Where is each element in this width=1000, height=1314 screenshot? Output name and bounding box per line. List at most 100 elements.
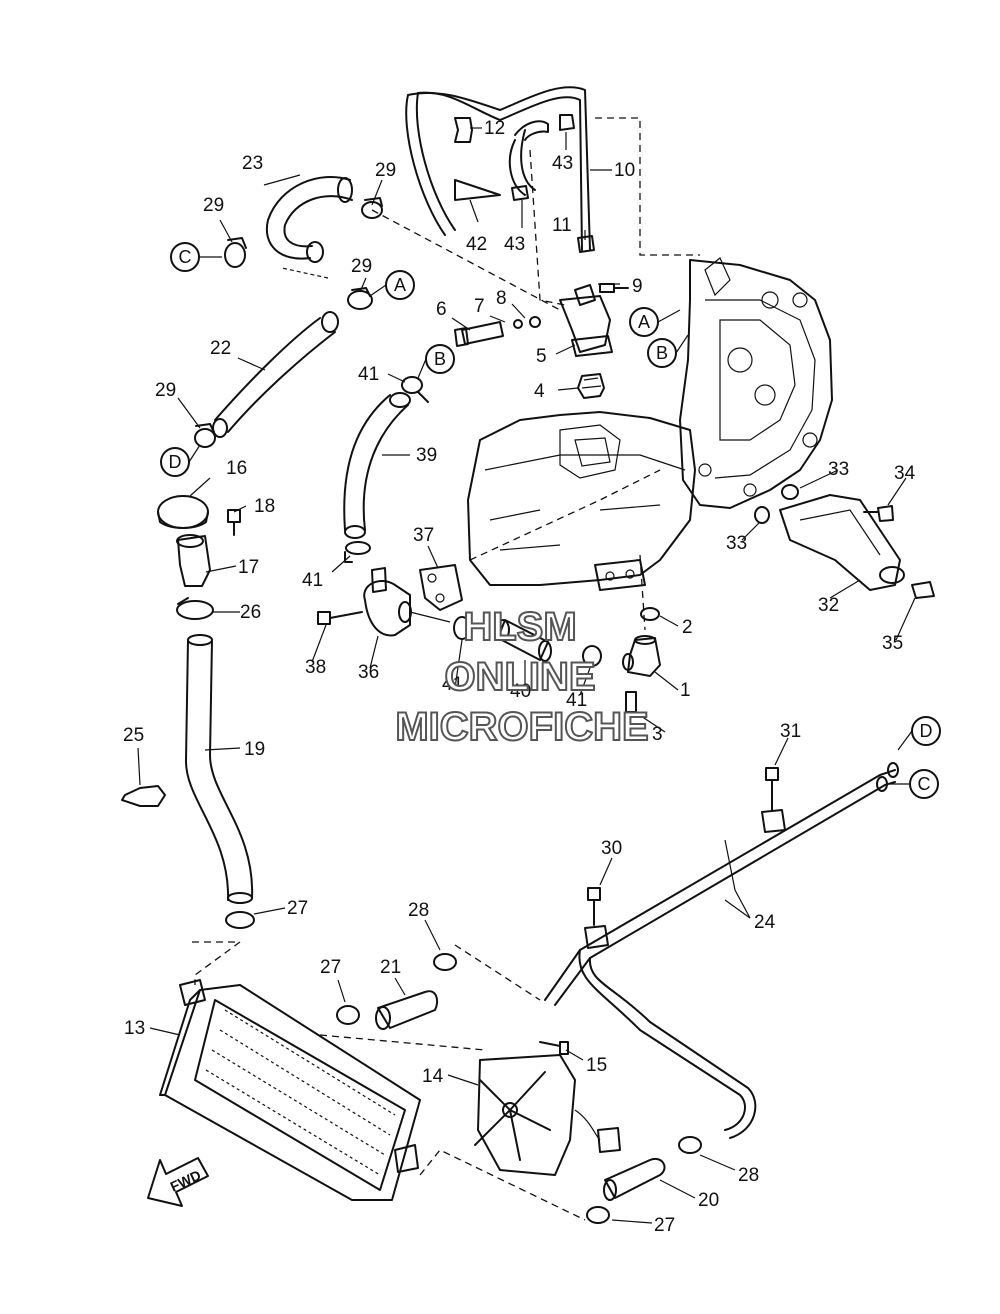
svg-text:A: A: [638, 312, 650, 332]
callout-41a: 41: [358, 364, 379, 385]
callout-36: 36: [358, 662, 379, 683]
callout-40: 40: [510, 681, 531, 702]
svg-text:C: C: [179, 247, 192, 267]
hose-clamp-41c: [453, 616, 471, 640]
hose-clamp-27c: [586, 1206, 610, 1224]
callout-16: 16: [226, 458, 247, 479]
hose-clamp-29b: [224, 237, 247, 268]
connector-a-upper: A: [385, 270, 415, 300]
callout-30: 30: [601, 838, 622, 859]
hose-clamp-27b: [336, 1005, 360, 1025]
callout-28b: 28: [738, 1165, 759, 1186]
fan-14: [474, 1054, 621, 1176]
hose-clamp-41b: [344, 541, 371, 563]
oring-33b: [754, 506, 770, 524]
callout-28a: 28: [408, 900, 429, 921]
hose-clamp-11: [577, 235, 595, 253]
hose-clamp-41d: [582, 645, 602, 667]
bolt-9: [599, 283, 629, 293]
hose-clamp-27a: [225, 911, 255, 929]
callout-3: 3: [652, 724, 663, 745]
connector-c-left: C: [170, 242, 200, 272]
callout-2: 2: [682, 617, 693, 638]
callout-13: 13: [124, 1018, 145, 1039]
callout-20: 20: [698, 1190, 719, 1211]
hose-clamp-43a: [559, 114, 575, 131]
connector-markers: A A B B C C D D: [160, 242, 941, 799]
callout-6: 6: [436, 299, 447, 320]
callout-11: 11: [552, 215, 572, 236]
watermark: HLSM ONLINE MICROFICHE: [394, 604, 649, 750]
callout-23: 23: [242, 153, 263, 174]
callout-27a: 27: [287, 898, 308, 919]
connector-c-right: C: [909, 769, 939, 799]
callout-22: 22: [210, 338, 231, 359]
svg-text:D: D: [169, 452, 182, 472]
callout-14: 14: [422, 1066, 444, 1087]
bolt-18: [227, 509, 241, 536]
fwd-direction-arrow: FWD: [147, 1157, 209, 1207]
clip-35: [911, 581, 935, 599]
connector-b-upper: B: [425, 344, 455, 374]
callout-34: 34: [894, 463, 916, 484]
hose-20: [603, 1157, 666, 1201]
callout-15: 15: [586, 1055, 607, 1076]
bracket-31: [761, 767, 786, 833]
temp-sensor-6: [454, 321, 504, 347]
clip-25: [121, 785, 166, 807]
washer-8: [529, 316, 541, 328]
callout-25: 25: [123, 725, 144, 746]
callout-labels: 1 2 3 4 5 6 7 8 9 10 11 12 13 14 15 16 1…: [123, 118, 916, 1236]
watermark-line-1: HLSM: [463, 605, 576, 649]
hose-clamp-12: [454, 117, 473, 143]
callout-4: 4: [534, 381, 545, 402]
bypass-hose-10: [405, 86, 591, 251]
hose-clamp-43b: [511, 185, 529, 201]
callout-9: 9: [632, 276, 643, 297]
callout-43a: 43: [552, 153, 573, 174]
svg-text:C: C: [918, 774, 931, 794]
screw-15: [539, 1041, 569, 1055]
callout-29a: 29: [375, 160, 396, 181]
thermostat-housing: [559, 284, 613, 357]
svg-text:B: B: [434, 349, 446, 369]
callout-21: 21: [380, 957, 401, 978]
callout-12: 12: [484, 118, 505, 139]
callout-10: 10: [614, 160, 635, 181]
leader-lines: [137, 117, 916, 1224]
svg-text:B: B: [656, 343, 668, 363]
hose-clamp-41a: [401, 376, 429, 403]
callout-39: 39: [416, 445, 437, 466]
hose-39: [343, 392, 411, 539]
bracket-30: [584, 887, 609, 949]
hose-clamp-28a: [433, 953, 457, 971]
hose-21: [375, 990, 439, 1030]
hose-clamp-29d: [194, 423, 216, 448]
hose-42: [454, 120, 549, 201]
cylinder-head: [467, 411, 696, 591]
thermostat-4: [577, 373, 605, 399]
callout-24: 24: [754, 912, 776, 933]
callout-1: 1: [680, 680, 691, 701]
callout-8: 8: [496, 288, 507, 309]
hose-clamp-28b: [678, 1136, 702, 1154]
bolt-34: [863, 505, 894, 522]
watermark-line-3: MICROFICHE: [395, 705, 648, 749]
callout-29c: 29: [351, 256, 372, 277]
water-pump-36: [363, 567, 451, 637]
pipe-24: [544, 762, 899, 1139]
connector-a-engine: A: [629, 307, 659, 337]
callout-27b: 27: [320, 957, 341, 978]
callout-19: 19: [244, 739, 265, 760]
hose-22: [212, 311, 339, 438]
oring-2: [640, 607, 660, 621]
hose-23: [265, 175, 353, 263]
callout-37: 37: [413, 525, 434, 546]
elbow-pipe-1: [622, 635, 661, 677]
connector-d-right: D: [911, 716, 941, 746]
gasket-37: [419, 564, 463, 611]
callout-33a: 33: [828, 459, 849, 480]
callout-35: 35: [882, 633, 903, 654]
callout-33b: 33: [726, 533, 747, 554]
svg-text:A: A: [394, 275, 406, 295]
